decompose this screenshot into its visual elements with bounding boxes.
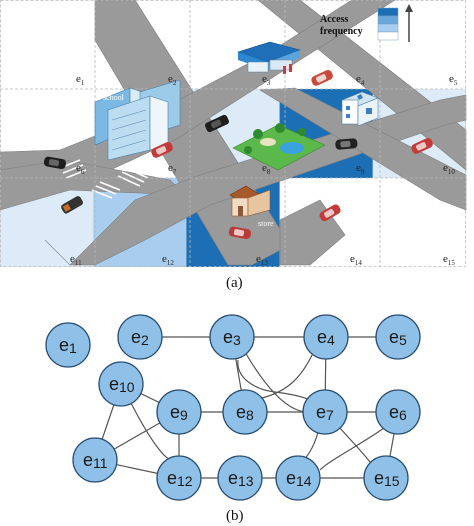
- cell-label-e1: e1: [76, 73, 85, 87]
- node-e15: e15: [363, 455, 409, 501]
- cell-label-e6: e6: [76, 162, 85, 176]
- store-building: store: [229, 185, 274, 228]
- store-label: store: [258, 219, 274, 228]
- cell-label-e7: e7: [168, 162, 177, 176]
- node-label-e7: e7: [316, 402, 334, 423]
- node-e8: e8: [222, 389, 268, 435]
- node-e7: e7: [302, 389, 348, 435]
- legend-swatch-3: [377, 7, 399, 17]
- node-label-e9: e9: [170, 402, 188, 423]
- cell-label-e8: e8: [262, 162, 271, 176]
- cell-label-e9: e9: [356, 162, 365, 176]
- node-e14: e14: [275, 455, 321, 501]
- node-e2: e2: [117, 314, 163, 360]
- node-e3: e3: [209, 314, 255, 360]
- node-circle-e1: [45, 322, 91, 368]
- node-circle-e13: [217, 455, 263, 501]
- legend-title-line2: frequency: [320, 26, 363, 37]
- node-circle-e3: [209, 314, 255, 360]
- node-circle-e2: [117, 314, 163, 360]
- node-label-e5: e5: [389, 327, 407, 348]
- node-label-e8: e8: [236, 402, 254, 423]
- node-circle-e4: [303, 314, 349, 360]
- graph-panel: e1 e2 e3 e4 e5 e10 e9 e8 e7 e6 e11 e12 e13 e14 e15 (b): [45, 314, 421, 524]
- graph-nodes: e1 e2 e3 e4 e5 e10 e9 e8 e7 e6 e11 e12 e13 e14 e15: [45, 314, 421, 501]
- hospital-building: [341, 91, 379, 127]
- node-label-e2: e2: [131, 327, 149, 348]
- node-e13: e13: [217, 455, 263, 501]
- legend-arrow-head: [405, 4, 413, 12]
- panel-a-caption: (a): [226, 275, 243, 291]
- node-e1: e1: [45, 322, 91, 368]
- legend-swatch-2: [377, 15, 399, 25]
- cell-label-e3: e3: [262, 73, 271, 87]
- node-circle-e7: [302, 389, 348, 435]
- node-circle-e6: [375, 389, 421, 435]
- node-circle-e9: [156, 389, 202, 435]
- node-e5: e5: [375, 314, 421, 360]
- node-e12: e12: [156, 455, 202, 501]
- school-label: school: [103, 93, 125, 102]
- cell-label-e2: e2: [168, 73, 177, 87]
- node-label-e13: e13: [228, 468, 254, 489]
- school-building: school: [94, 79, 181, 161]
- panel-b-caption: (b): [226, 508, 244, 524]
- gas-station-building: [237, 41, 301, 74]
- cell-label-e5: e5: [449, 73, 458, 87]
- node-label-e6: e6: [389, 402, 407, 423]
- node-circle-e11: [72, 437, 118, 483]
- node-label-e10: e10: [109, 374, 135, 395]
- node-label-e1: e1: [59, 335, 77, 356]
- node-label-e14: e14: [286, 468, 312, 489]
- grid-lines: [0, 0, 466, 267]
- node-circle-e8: [222, 389, 268, 435]
- node-circle-e5: [375, 314, 421, 360]
- node-circle-e15: [363, 455, 409, 501]
- crosswalks: [59, 159, 149, 199]
- legend-swatch-0: [377, 31, 399, 41]
- node-label-e12: e12: [167, 468, 193, 489]
- cell-label-e14: e14: [350, 253, 362, 267]
- road-right-descending: [259, 87, 467, 211]
- node-e10: e10: [98, 361, 144, 407]
- node-circle-e14: [275, 455, 321, 501]
- edge-e4-e8: [261, 354, 313, 399]
- node-circle-e12: [156, 455, 202, 501]
- node-e6: e6: [375, 389, 421, 435]
- node-label-e3: e3: [223, 327, 241, 348]
- edge-e3-e7: [244, 351, 306, 413]
- node-e11: e11: [72, 437, 118, 483]
- node-label-e11: e11: [83, 450, 108, 471]
- node-label-e15: e15: [374, 468, 400, 489]
- node-label-e4: e4: [317, 327, 335, 348]
- cell-label-e15: e15: [443, 253, 455, 267]
- node-e4: e4: [303, 314, 349, 360]
- legend-title-line1: Access: [320, 14, 348, 25]
- park: [232, 123, 326, 171]
- city-map-panel: school: [0, 0, 467, 291]
- node-circle-e10: [98, 361, 144, 407]
- cell-label-e4: e4: [356, 73, 365, 87]
- legend-swatch-1: [377, 23, 399, 33]
- access-frequency-legend: Access frequency: [320, 4, 413, 42]
- node-e9: e9: [156, 389, 202, 435]
- cars: [43, 70, 433, 240]
- edge-e6-e14: [319, 427, 385, 471]
